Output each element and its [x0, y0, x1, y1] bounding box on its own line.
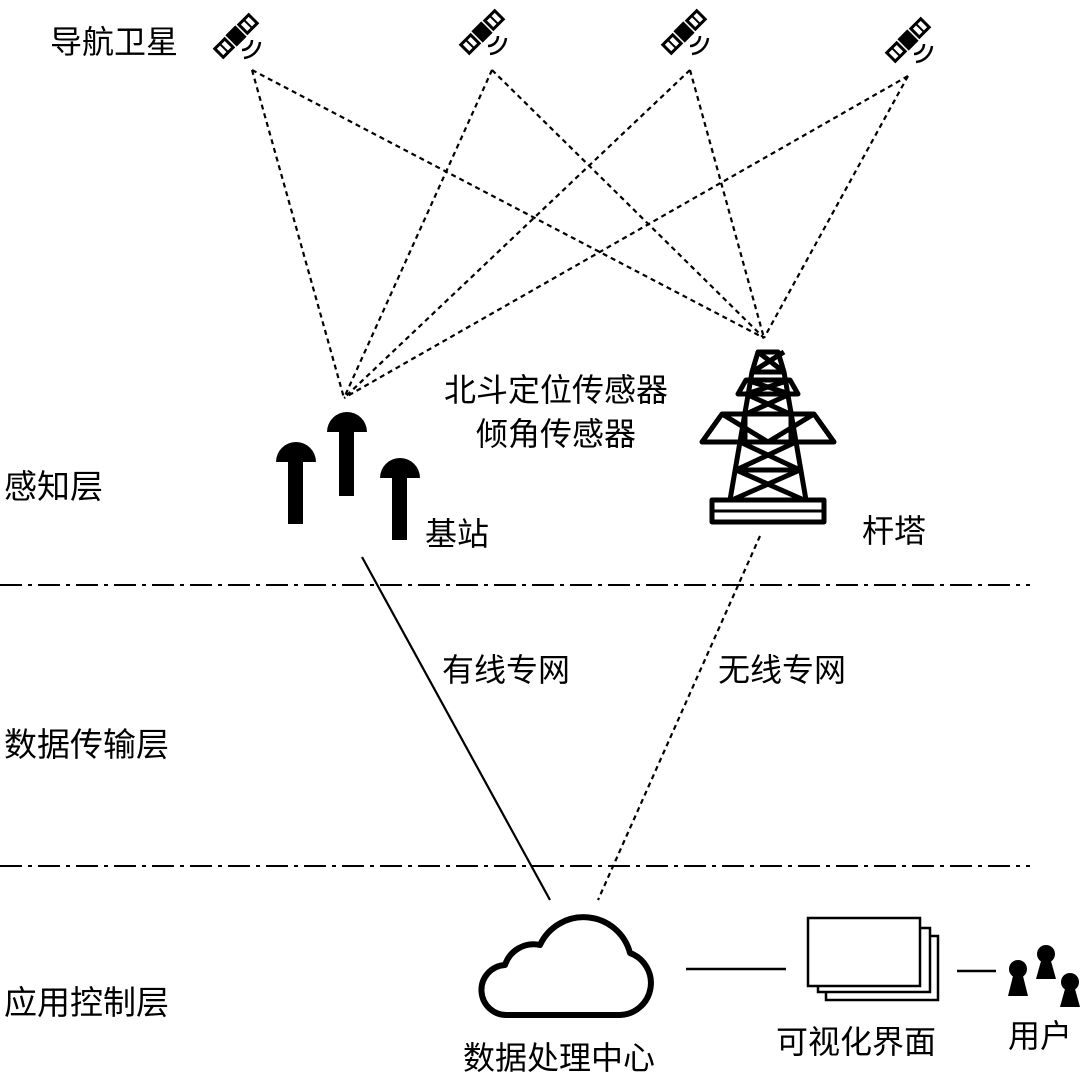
sat3-to-tower-link	[688, 69, 766, 339]
layer-label-application: 应用控制层	[4, 983, 169, 1022]
base-station-label: 基站	[425, 515, 490, 553]
stacked-screens-icon	[806, 916, 940, 1002]
satellite-links	[250, 69, 909, 399]
transmission-tower-icon	[699, 349, 837, 525]
sat2-to-base-link	[342, 69, 494, 399]
sat1-to-tower-link	[251, 69, 765, 339]
sensor-label-line2: 倾角传感器	[475, 415, 636, 453]
gnss-antenna-icon	[276, 412, 420, 540]
visual-ui-label: 可视化界面	[776, 1023, 937, 1061]
satellite-icon	[883, 15, 934, 65]
satellite-icon	[211, 11, 262, 61]
sat2-to-tower-link	[491, 69, 765, 339]
wireless-network-link	[596, 535, 762, 901]
layer-label-transmission: 数据传输层	[4, 725, 169, 764]
data-center-label: 数据处理中心	[463, 1039, 656, 1077]
satellites-label: 导航卫星	[50, 23, 179, 61]
layer-label-perception: 感知层	[4, 467, 103, 506]
wireless-network-label: 无线专网	[718, 651, 847, 689]
wired-network-link	[361, 556, 551, 901]
users-icon	[1008, 945, 1080, 1007]
user-label: 用户	[1008, 1017, 1073, 1055]
sat4-to-base-link	[343, 75, 909, 399]
sat3-to-base-link	[343, 69, 691, 399]
satellite-icon	[659, 7, 710, 57]
sensor-label-line1: 北斗定位传感器	[443, 371, 668, 409]
tower-label: 杆塔	[862, 512, 927, 550]
cloud-icon	[478, 914, 654, 1019]
satellite-icon	[457, 7, 508, 57]
sat4-to-tower-link	[763, 75, 909, 339]
sat1-to-base-link	[250, 69, 346, 399]
wired-network-label: 有线专网	[442, 651, 571, 689]
